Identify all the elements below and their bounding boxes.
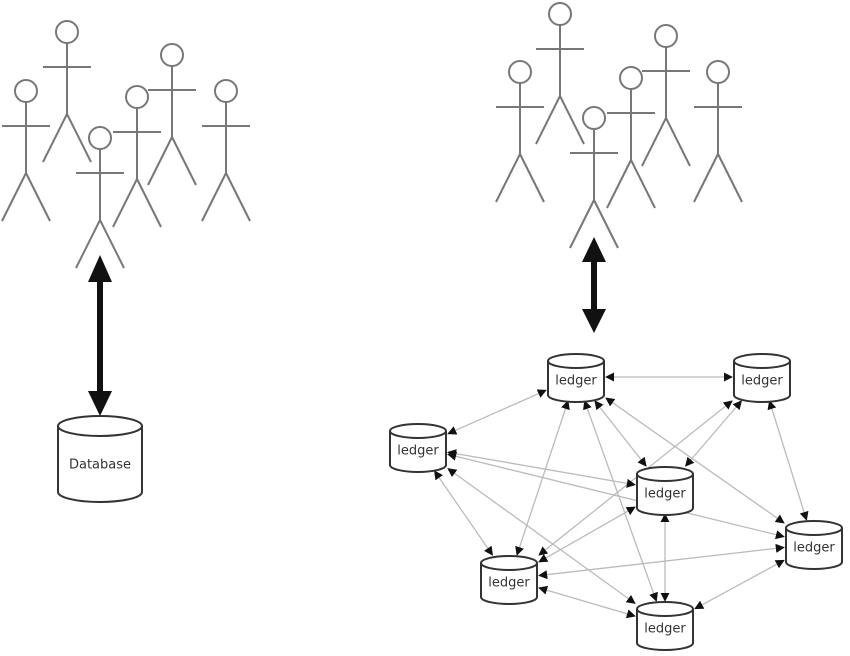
ledger-label: ledger	[555, 374, 597, 389]
right-user-group	[495, 2, 743, 249]
network-edge	[538, 585, 636, 619]
network-edge	[447, 389, 547, 435]
network-edge	[538, 400, 733, 556]
ledger-node: ledger	[733, 353, 791, 403]
left-user-group	[1, 20, 251, 269]
left-bidirectional-arrow	[88, 255, 112, 416]
user-figure-icon	[147, 43, 197, 186]
network-edge	[685, 400, 742, 467]
user-figure-icon	[1, 79, 51, 222]
user-figure-icon	[569, 106, 619, 249]
database-label: Database	[69, 458, 131, 473]
network-edge	[594, 400, 647, 467]
network-edge	[447, 451, 785, 540]
right-bidirectional-arrow	[582, 237, 606, 333]
ledger-node: ledger	[389, 423, 447, 473]
arrow-head-up-icon	[88, 255, 112, 282]
network-edge	[605, 397, 785, 524]
user-figure-icon	[201, 79, 251, 222]
ledger-label: ledger	[644, 487, 686, 502]
ledger-node: ledger	[636, 601, 694, 651]
user-figure-icon	[75, 126, 125, 269]
ledger-node: ledger	[785, 520, 843, 570]
network-edge	[447, 468, 636, 604]
ledger-node: ledger	[547, 353, 605, 403]
arrow-head-down-icon	[88, 391, 112, 416]
user-figure-icon	[641, 24, 691, 167]
user-figure-icon	[495, 60, 545, 203]
ledger-label: ledger	[793, 541, 835, 556]
database-cylinder: Database	[57, 415, 143, 503]
ledger-node: ledger	[636, 466, 694, 516]
user-figure-icon	[693, 60, 743, 203]
ledger-network-nodes: ledger ledger ledger ledger ledger ledger ledg…	[389, 353, 843, 651]
network-edge	[434, 470, 493, 556]
user-figure-icon	[112, 85, 162, 228]
ledger-node: ledger	[480, 555, 538, 605]
ledger-label: ledger	[397, 444, 439, 459]
ledger-label: ledger	[741, 374, 783, 389]
ledger-label: ledger	[488, 576, 530, 591]
network-edge	[694, 559, 785, 610]
user-figure-icon	[535, 2, 585, 145]
network-edge	[767, 400, 809, 521]
ledger-label: ledger	[644, 622, 686, 637]
arrow-head-down-icon	[582, 309, 606, 333]
user-figure-icon	[606, 66, 656, 209]
ledger-network-edges	[434, 372, 809, 619]
user-figure-icon	[42, 20, 92, 163]
arrow-head-up-icon	[582, 237, 606, 262]
network-edge	[538, 506, 636, 563]
network-edge	[538, 543, 785, 580]
